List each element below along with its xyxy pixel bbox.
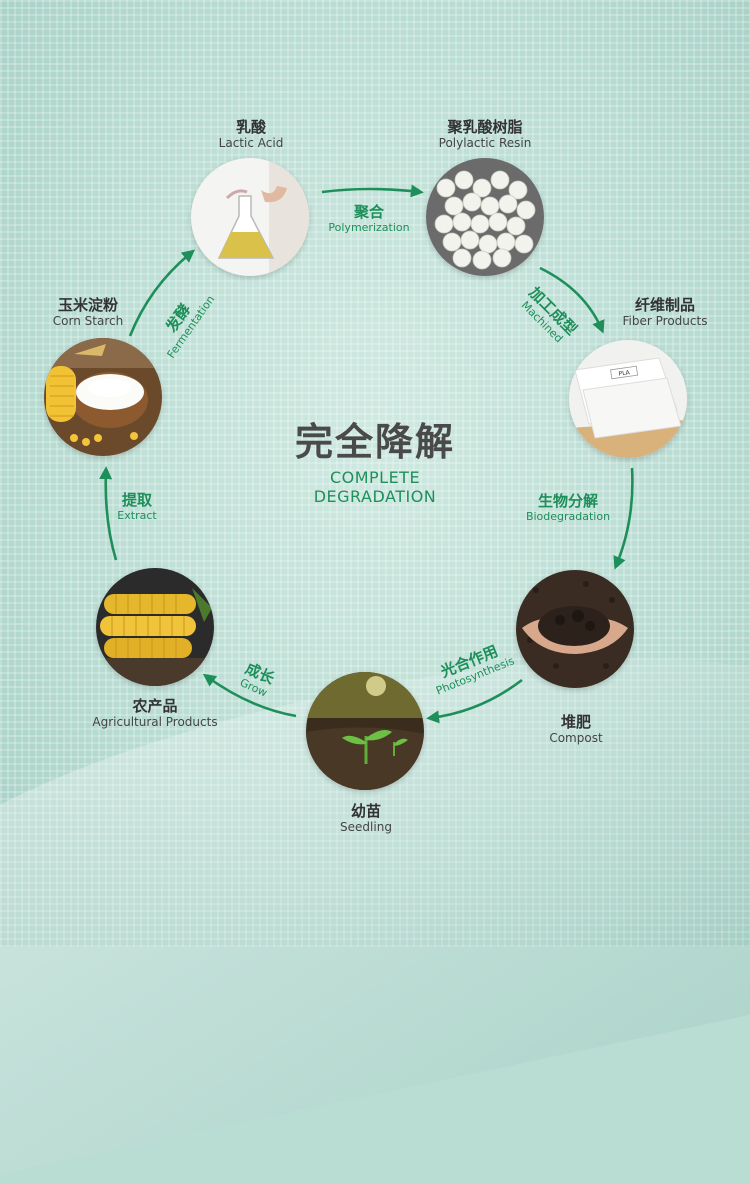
corn-starch-image [44, 338, 162, 456]
center-title-en-line1: COMPLETE [329, 468, 421, 487]
step-biodegradation-en: Biodegradation [525, 510, 611, 523]
compost-image [516, 570, 634, 688]
seedling-zh: 幼苗 [350, 802, 381, 820]
resin-en: Polylactic Resin [438, 136, 532, 150]
fiber-products-en: Fiber Products [622, 314, 708, 328]
pla-tag-text: PLA [618, 369, 631, 378]
step-extract: 提取 Extract [67, 491, 207, 523]
agricultural-products-label: 农产品 Agricultural Products [65, 697, 245, 730]
fiber-products-zh: 纤维制品 [634, 296, 695, 314]
step-polymerization-zh: 聚合 [353, 203, 384, 221]
cycle-arrows [99, 184, 634, 724]
arrow-extract [99, 466, 118, 561]
corn-starch-zh: 玉米淀粉 [57, 296, 118, 314]
fiber-products-image: PLA [569, 340, 687, 458]
arrow-fermentation [128, 249, 196, 337]
arrow-polymerization [321, 184, 424, 198]
seedling-label: 幼苗 Seedling [276, 802, 456, 835]
agricultural-products-en: Agricultural Products [92, 715, 218, 729]
corn-starch-en: Corn Starch [52, 314, 124, 328]
lactic-acid-label: 乳酸 Lactic Acid [161, 118, 341, 151]
agricultural-products-zh: 农产品 [132, 697, 178, 715]
lactic-acid-zh: 乳酸 [235, 118, 266, 136]
step-biodegradation: 生物分解 Biodegradation [498, 492, 638, 524]
lactic-acid-image [191, 158, 309, 276]
fiber-products-label: 纤维制品 Fiber Products [575, 296, 750, 329]
step-extract-zh: 提取 [121, 491, 152, 509]
center-title: 完全降解 COMPLETE DEGRADATION [0, 420, 750, 506]
resin-label: 聚乳酸树脂 Polylactic Resin [395, 118, 575, 151]
step-biodegradation-zh: 生物分解 [537, 492, 598, 510]
step-polymerization: 聚合 Polymerization [299, 203, 439, 235]
center-title-zh: 完全降解 [294, 420, 455, 464]
arrow-photosynthesis [426, 678, 523, 724]
resin-zh: 聚乳酸树脂 [447, 118, 523, 136]
center-title-en-line2: DEGRADATION [313, 487, 437, 506]
step-polymerization-en: Polymerization [328, 221, 410, 234]
background [0, 0, 750, 947]
step-extract-en: Extract [117, 509, 157, 522]
compost-label: 堆肥 Compost [486, 713, 666, 746]
compost-en: Compost [549, 731, 603, 745]
arrow-machined [539, 266, 605, 334]
arrow-grow [202, 673, 297, 718]
seedling-image [306, 672, 424, 790]
compost-zh: 堆肥 [560, 713, 591, 731]
lactic-acid-en: Lactic Acid [218, 136, 284, 150]
seedling-en: Seedling [340, 820, 392, 834]
resin-image [426, 158, 544, 276]
arrow-biodegradation [613, 467, 634, 570]
corn-starch-label: 玉米淀粉 Corn Starch [0, 296, 178, 329]
